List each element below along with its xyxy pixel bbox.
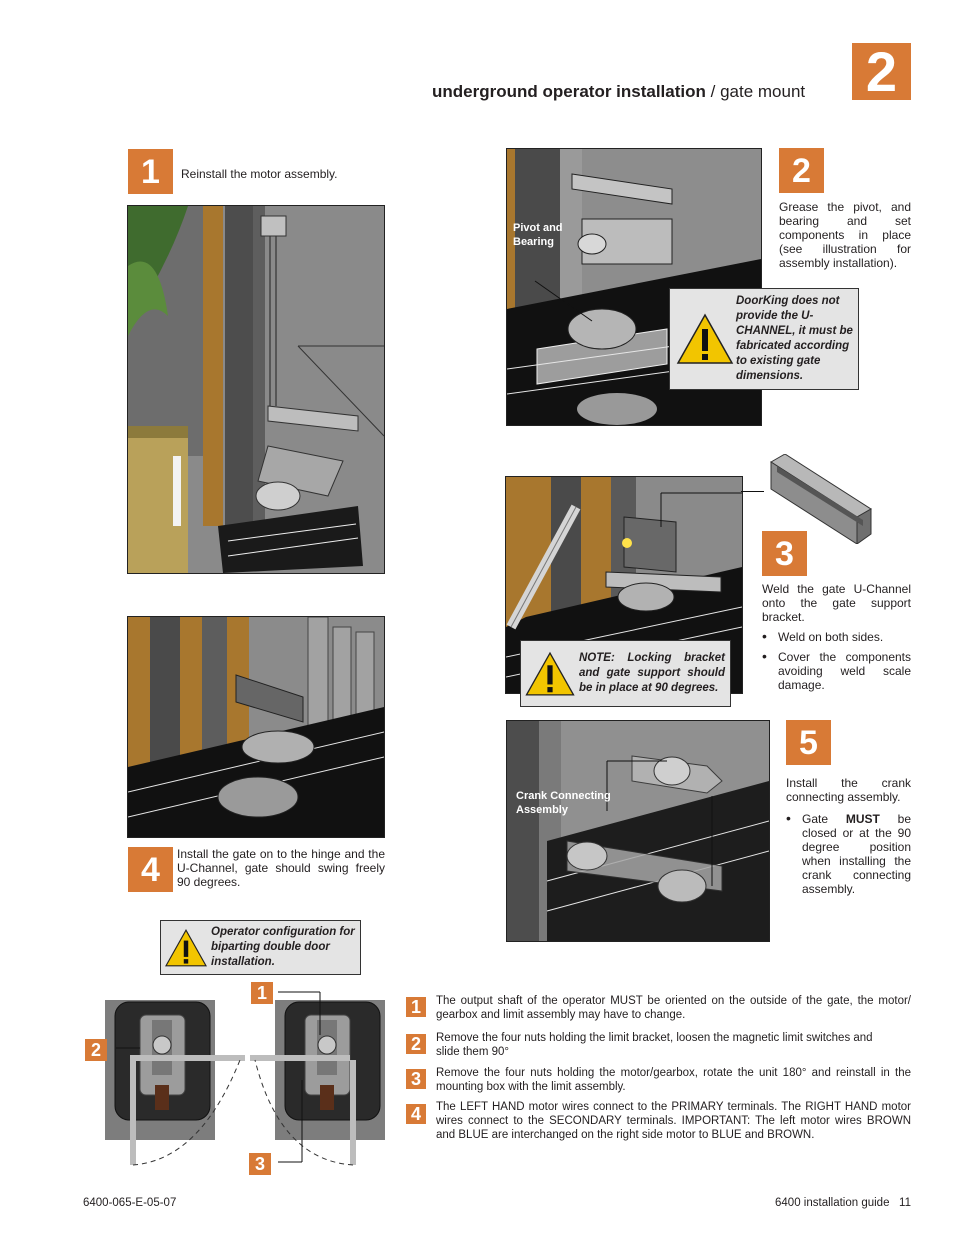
warning-icon [525,651,575,696]
u-channel-leader [741,491,764,492]
crank-connecting-callout: Crank Connecting Assembly [516,790,611,816]
config-warning-text: Operator configuration for biparting dou… [211,926,355,968]
step-3-note-text: NOTE: Locking bracket and gate support s… [579,652,725,694]
warning-icon [676,313,734,364]
u-channel-illustration [763,453,873,545]
step-2-warning-text: DoorKing does not provide the U-CHANNEL,… [736,295,853,382]
step-1-badge: 1 [128,149,173,194]
step-5-bullets: Gate MUST be closed or at the 90 degree … [786,806,911,896]
config-step-2-number: 2 [406,1034,426,1054]
footer-page-info: 6400 installation guide 11 [775,1197,911,1209]
page-header: underground operator installation / gate… [432,82,805,102]
config-step-1-text: The output shaft of the operator MUST be… [436,995,911,1021]
step-3-bullet-1: Weld on both sides. [762,629,911,644]
step-1-text: Reinstall the motor assembly. [181,167,338,181]
diagram-number-3: 3 [249,1153,271,1175]
config-step-1-number: 1 [406,997,426,1017]
step-4-text: Install the gate on to the hinge and the… [177,847,385,889]
step-3-badge: 3 [762,531,807,576]
warning-icon [165,928,207,966]
step-4-illustration [127,616,385,838]
step-5-bullet-post: be closed or at the 90 degree position w… [802,812,911,896]
diagram-number-1: 1 [251,982,273,1004]
header-title: underground operator installation [432,82,706,101]
step-1-illustration [127,205,385,574]
step-3-note: NOTE: Locking bracket and gate support s… [520,640,731,707]
step-3-bullet-2: Cover the components avoiding weld scale… [762,649,911,692]
biparting-diagram [80,980,400,1175]
diagram-number-2: 2 [85,1039,107,1061]
config-step-4-text: The LEFT HAND motor wires connect to the… [436,1101,911,1141]
step-2-text: Grease the pivot, and bearing and set co… [779,200,911,270]
config-step-4-number: 4 [406,1104,426,1124]
step-2-warning: DoorKing does not provide the U-CHANNEL,… [669,288,859,390]
step-5-bullet-pre: Gate [802,812,846,826]
step-3-text: Weld the gate U-Channel onto the gate su… [762,582,911,624]
step-2-badge: 2 [779,148,824,193]
step-5-text: Install the crank connecting assembly. [786,776,911,804]
step-5-bullet-1: Gate MUST be closed or at the 90 degree … [786,811,911,896]
header-subtitle: / gate mount [705,82,806,101]
step-5-badge: 5 [786,720,831,765]
footer-document-code: 6400-065-E-05-07 [83,1197,177,1209]
step-4-badge: 4 [128,847,173,892]
config-warning: Operator configuration for biparting dou… [160,920,361,975]
step-5-bullet-strong: MUST [845,812,880,826]
step-3-bullets: Weld on both sides. Cover the components… [762,624,911,692]
section-number-badge: 2 [852,43,911,100]
config-step-2-text: Remove the four nuts holding the limit b… [436,1032,873,1058]
pivot-bearing-callout: Pivot and Bearing [513,222,563,248]
config-step-3-number: 3 [406,1069,426,1089]
config-step-3-text: Remove the four nuts holding the motor/g… [436,1067,911,1093]
step-5-illustration: Crank Connecting Assembly [506,720,770,942]
